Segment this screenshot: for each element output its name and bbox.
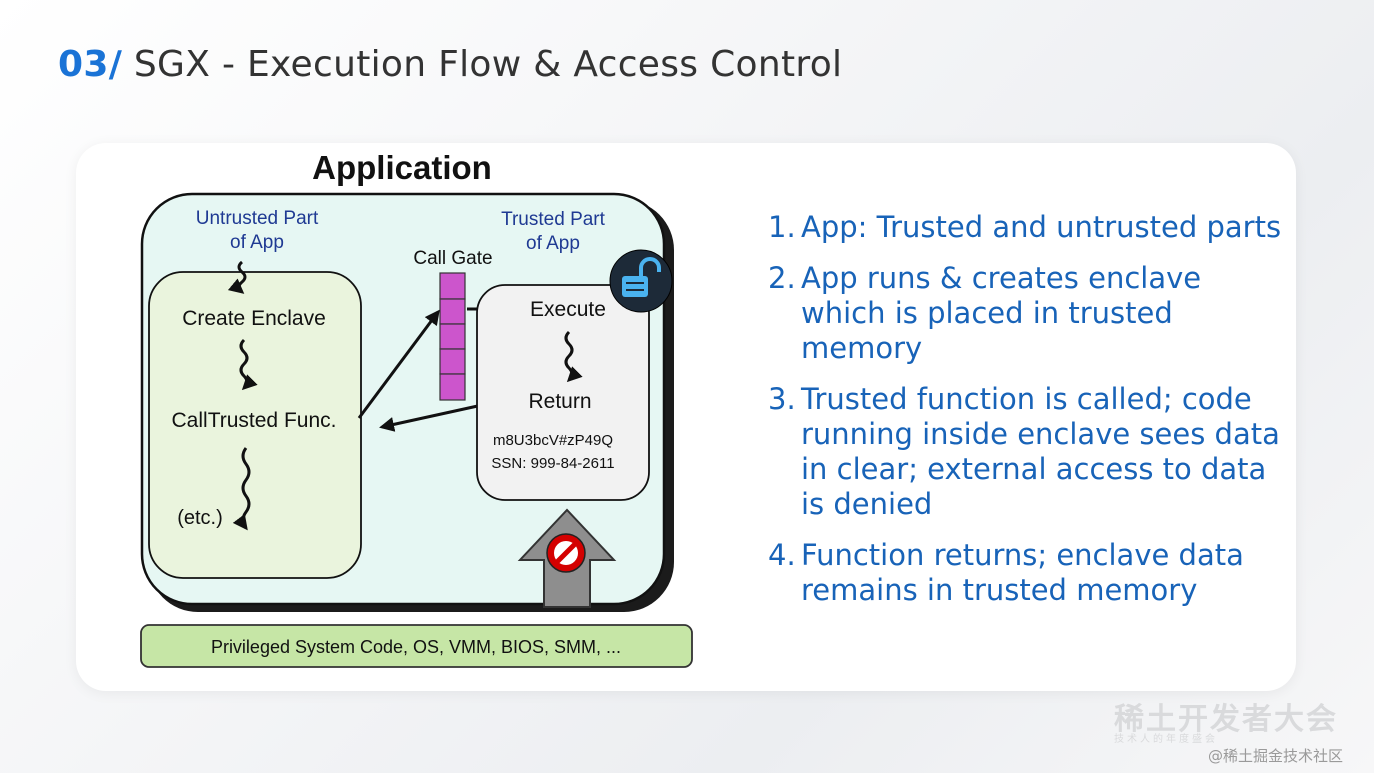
trusted-label-line1: Trusted Part [501, 209, 606, 230]
step-item: 4.Function returns; enclave data remains… [768, 538, 1288, 608]
call-gate-label: Call Gate [413, 248, 492, 269]
application-title: Application [312, 149, 492, 186]
step-number: 2. [768, 261, 796, 295]
step-text: App runs & creates enclave which is plac… [801, 261, 1202, 365]
privileged-code-label: Privileged System Code, OS, VMM, BIOS, S… [211, 637, 621, 657]
step-number: 3. [768, 382, 796, 416]
secret-password: m8U3bcV#zP49Q [493, 432, 613, 449]
untrusted-box [148, 271, 362, 579]
untrusted-label-line2: of App [230, 232, 284, 253]
page-title: 03/ SGX - Execution Flow & Access Contro… [58, 44, 842, 85]
untrusted-label-line1: Untrusted Part [196, 208, 319, 229]
step-text: Trusted function is called; code running… [801, 382, 1280, 521]
create-enclave-label: Create Enclave [182, 307, 326, 330]
watermark-logo: 稀土开发者大会 [1114, 702, 1338, 737]
step-number: 4. [768, 538, 796, 572]
source-handle: @稀土掘金技术社区 [1208, 747, 1344, 765]
privileged-code-bar [140, 624, 693, 668]
flow-squiggle-3 [232, 447, 251, 531]
etc-label: (etc.) [177, 507, 223, 529]
call-gate [439, 272, 466, 401]
step-item: 3.Trusted function is called; code runni… [768, 382, 1288, 522]
enclave-squiggle [564, 330, 583, 383]
unlocked-padlock-icon [609, 249, 673, 313]
enclave-box [476, 284, 650, 501]
step-text: Function returns; enclave data remains i… [801, 538, 1244, 607]
watermark-subtitle: 技术人的年度盛会 [1114, 734, 1218, 745]
call-trusted-label: CallTrusted Func. [172, 409, 337, 432]
step-item: 1.App: Trusted and untrusted parts [768, 210, 1288, 245]
trusted-label-line2: of App [526, 233, 580, 254]
flow-squiggle-1 [227, 260, 247, 294]
step-text: App: Trusted and untrusted parts [801, 210, 1282, 244]
step-number: 1. [768, 210, 796, 244]
call-arrow [357, 309, 440, 419]
secret-ssn: SSN: 999-84-2611 [491, 455, 614, 472]
return-label: Return [528, 390, 591, 413]
execute-label: Execute [530, 298, 606, 321]
step-item: 2.App runs & creates enclave which is pl… [768, 261, 1288, 366]
blocked-access-arrow [517, 508, 617, 608]
section-number: 03/ [58, 44, 123, 85]
flow-squiggle-2 [239, 338, 258, 391]
title-text: SGX - Execution Flow & Access Control [122, 44, 843, 85]
steps-list: 1.App: Trusted and untrusted parts 2.App… [768, 210, 1288, 624]
